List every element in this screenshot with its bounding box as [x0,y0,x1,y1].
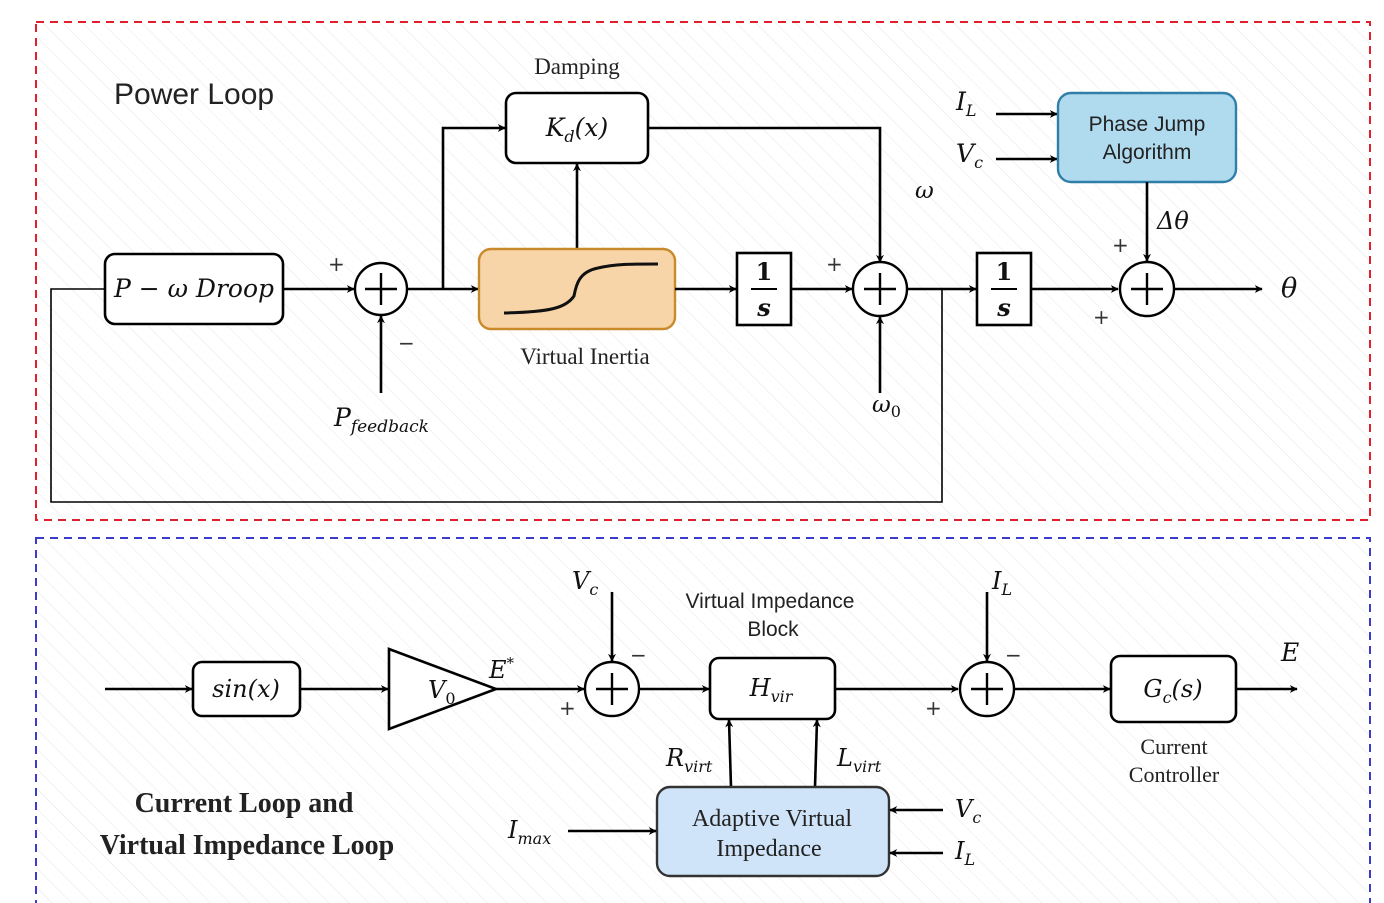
integrator-1-den: s [756,293,771,322]
current-controller-label-1: Current [1140,734,1207,759]
virtual-inertia-label: Virtual Inertia [520,344,650,369]
sigmoid-curve-icon [503,262,659,315]
e-output-label: E [1280,638,1299,667]
cl-sum1-input-vc: Vc [572,567,598,599]
omega0-label: ω0 [872,392,901,421]
wire-kd-sum2 [648,126,884,263]
gain-label: V0 [428,676,456,708]
sum1-sign-plus: + [328,252,345,276]
droop-block-label: P − ω Droop [113,274,274,303]
sum2-sign-plus: + [826,252,843,276]
damping-label: Damping [534,54,620,79]
r-virt-label: Rvirt [665,744,713,776]
avi-input-il: IL [954,837,975,869]
current-controller-label-2: Controller [1129,762,1220,787]
hvir-block[interactable]: Hvir [708,656,837,721]
current-loop-title-1: Current Loop and [135,788,354,819]
avi-input-vc: Vc [955,795,981,827]
integrator-2-den: s [996,293,1011,322]
cl-sum-junction-2 [958,660,1016,718]
power-loop-title: Power Loop [114,78,274,111]
integrator-2-block[interactable]: 1 s [975,251,1033,327]
hvir-label: Hvir [749,674,794,706]
adaptive-virtual-impedance-block[interactable]: Adaptive Virtual Impedance [655,785,891,878]
cl-sum2-input-il: IL [991,567,1012,599]
adaptive-vi-label-1: Adaptive Virtual [692,806,852,832]
power-loop-panel: Power Loop P − ω Droop + − Pfeedback Dam… [35,21,1371,521]
omega-feedback-wire [50,288,943,503]
omega-label: ω [915,178,934,204]
integrator-1-num: 1 [756,257,773,286]
virtual-inertia-block[interactable] [477,247,677,331]
sum3-sign-bottom: + [1093,305,1110,329]
cl-sum1-sign-plus: + [559,696,576,720]
sum-junction-3 [1118,260,1176,318]
kd-block[interactable]: Kd(x) [504,91,650,165]
phase-jump-input-il: IL [955,87,977,120]
phase-jump-label-1: Phase Jump [1089,113,1206,136]
gain-block[interactable]: V0 [387,647,500,731]
integrator-2-num: 1 [996,257,1013,286]
cl-sum2-sign-minus: − [1005,643,1022,667]
wire-lvirt [812,719,821,788]
kd-block-label: Kd(x) [545,113,609,146]
theta-output-label: θ [1281,273,1297,304]
vi-block-label-2: Block [747,618,799,641]
sin-block-label: sin(x) [212,675,280,703]
phase-jump-label-2: Algorithm [1103,141,1192,164]
sum-junction-2 [851,260,909,318]
sum1-sign-minus: − [398,331,415,355]
vi-block-label-1: Virtual Impedance [686,590,855,613]
gc-label: Gc(s) [1143,675,1202,707]
wire-branch-kd [441,124,506,289]
wire-rvirt [725,719,734,788]
integrator-1-block[interactable]: 1 s [735,251,793,327]
p-feedback-label: Pfeedback [333,403,429,437]
droop-block[interactable]: P − ω Droop [103,252,285,326]
current-loop-title-2: Virtual Impedance Loop [100,830,395,861]
sin-block[interactable]: sin(x) [191,660,302,718]
delta-theta-label: Δθ [1156,207,1189,235]
cl-sum2-sign-plus: + [925,696,942,720]
e-star-label: E* [488,654,515,684]
phase-jump-block[interactable]: Phase Jump Algorithm [1056,91,1238,184]
adaptive-vi-label-2: Impedance [716,836,821,862]
phase-jump-input-vc: Vc [956,139,983,172]
current-loop-panel: Current Loop and Virtual Impedance Loop … [35,537,1371,903]
sum-junction-1 [353,261,409,317]
gc-block[interactable]: Gc(s) [1109,654,1238,724]
cl-sum-junction-1 [583,660,641,718]
l-virt-label: Lvirt [836,744,882,776]
sum3-sign-top: + [1112,233,1129,257]
cl-sum1-sign-minus: − [630,643,647,667]
imax-label: Imax [507,816,551,848]
